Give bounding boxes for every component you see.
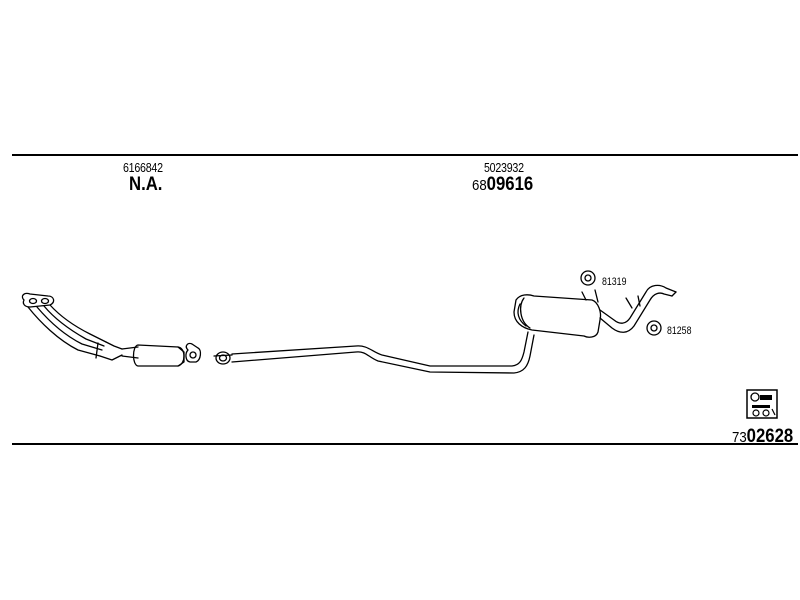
top-divider-line bbox=[12, 154, 798, 156]
middle-gasket bbox=[213, 351, 233, 365]
front-down-pipe bbox=[27, 304, 123, 361]
clamp-ref-label-1: 81319 bbox=[602, 276, 627, 288]
mounting-kit-icon bbox=[746, 389, 778, 419]
middle-silencer-ref-number: 5023932 bbox=[484, 160, 524, 175]
front-pipe-note: N.A. bbox=[129, 174, 162, 196]
hanger-bracket-2 bbox=[625, 295, 641, 309]
middle-pipe bbox=[231, 331, 535, 374]
manifold-flange bbox=[21, 292, 55, 308]
hanger-bracket-1 bbox=[581, 289, 599, 303]
kit-part-number: 7302628 bbox=[732, 426, 793, 448]
kit-part-prefix: 73 bbox=[732, 429, 747, 446]
bottom-divider-line bbox=[12, 443, 798, 445]
front-pipe-ref-number: 6166842 bbox=[123, 160, 163, 175]
front-silencer bbox=[121, 344, 185, 367]
middle-silencer-part-main: 09616 bbox=[486, 174, 534, 195]
rubber-hanger-2 bbox=[646, 320, 662, 336]
middle-silencer-part-prefix: 68 bbox=[472, 177, 487, 194]
front-gasket bbox=[185, 342, 202, 363]
middle-silencer-part-number: 6809616 bbox=[472, 174, 533, 196]
clamp-ref-label-2: 81258 bbox=[667, 325, 692, 337]
kit-part-main: 02628 bbox=[746, 426, 794, 447]
front-pipe-note-text: N.A. bbox=[129, 174, 163, 195]
rear-silencer bbox=[513, 284, 677, 338]
rubber-hanger-1 bbox=[580, 270, 596, 286]
